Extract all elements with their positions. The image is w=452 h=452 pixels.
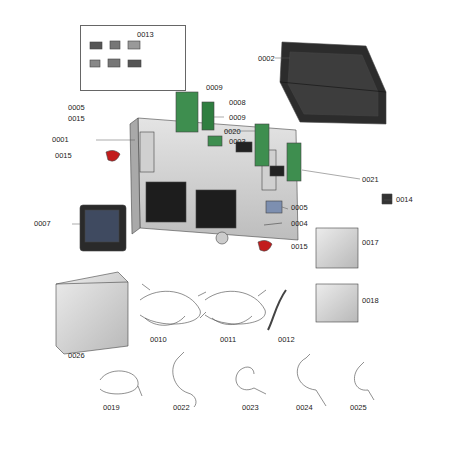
callout-number: 0017 (362, 239, 379, 247)
callout-number: 0015 (68, 115, 85, 123)
callout-number: 0012 (278, 336, 295, 344)
callout-number: 0015 (55, 152, 72, 160)
callout-number: 0011 (220, 336, 236, 344)
callout-number: 0010 (150, 336, 167, 344)
callout-number: 0022 (173, 404, 190, 412)
callout-number: 0015 (291, 243, 308, 251)
callout-number: 0025 (350, 404, 367, 412)
callout-number: 0005 (68, 104, 85, 112)
callout-number: 0009 (206, 84, 223, 92)
callout-number: 0018 (362, 297, 379, 305)
callout-number: 0001 (52, 136, 69, 144)
callout-number: 0014 (396, 196, 413, 204)
callout-number: 0024 (296, 404, 313, 412)
parts-set-box: 0013 (80, 25, 186, 91)
callout-number: 0026 (68, 352, 85, 360)
callout-number: 0004 (291, 220, 308, 228)
callout-number: 0019 (103, 404, 120, 412)
callout-number: 0005 (291, 204, 308, 212)
callout-number: 0003 (229, 138, 246, 146)
callout-number: 0002 (258, 55, 275, 63)
callout-number: 0023 (242, 404, 259, 412)
callout-number: 0009 (229, 114, 246, 122)
callout-number: 0007 (34, 220, 51, 228)
callout-number: 0013 (137, 31, 154, 39)
callout-number: 0008 (229, 99, 246, 107)
callout-number: 0021 (362, 176, 379, 184)
callout-number: 0020 (224, 128, 241, 136)
